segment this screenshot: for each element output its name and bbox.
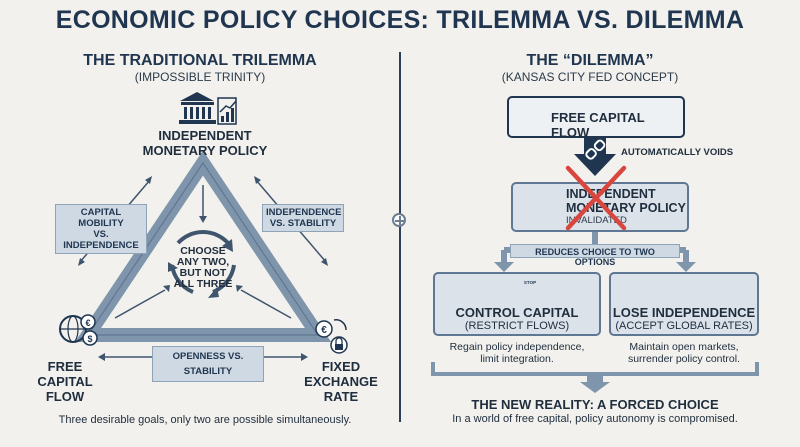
independent-policy-box bbox=[511, 182, 689, 232]
new-reality-desc: In a world of free capital, policy auton… bbox=[452, 413, 738, 425]
svg-text:€: € bbox=[85, 318, 90, 328]
option-lose-independence-desc: Maintain open markets, surrender policy … bbox=[627, 341, 741, 365]
globe-currency-icon: € $ bbox=[59, 314, 98, 346]
locked-exchange-icon: € bbox=[315, 319, 348, 354]
trilemma-footer: Three desirable goals, only two are poss… bbox=[58, 414, 352, 426]
tag-openness-stability: OPENNESS VS. STABILITY bbox=[152, 346, 264, 382]
option-control-capital-desc: Regain policy independence, limit integr… bbox=[449, 341, 585, 365]
trilemma-subheading: (IMPOSSIBLE TRINITY) bbox=[134, 70, 266, 84]
node-free-capital-flow: FREE CAPITAL FLOW bbox=[37, 359, 93, 404]
dilemma-subheading: (KANSAS CITY FED CONCEPT) bbox=[501, 70, 679, 84]
bank-icon bbox=[179, 92, 216, 124]
invalidated-label: INVALIDATED bbox=[566, 215, 627, 226]
option-control-capital-title: CONTROL CAPITAL bbox=[455, 305, 579, 320]
option-lose-independence-title: LOSE INDEPENDENCE bbox=[612, 305, 756, 320]
page-title: ECONOMIC POLICY CHOICES: TRILEMMA VS. DI… bbox=[55, 6, 745, 34]
center-choice-text: CHOOSE ANY TWO, BUT NOT ALL THREE bbox=[173, 245, 233, 290]
node-monetary-policy: INDEPENDENT MONETARY POLICY bbox=[142, 128, 268, 158]
independent-policy-label: INDEPENDENT MONETARY POLICY bbox=[566, 187, 686, 215]
cycle-arrows-icon bbox=[168, 230, 236, 298]
free-capital-flow-box bbox=[507, 96, 685, 138]
stop-sign-text: STOP bbox=[523, 280, 537, 285]
node-fixed-exchange-rate: FIXED EXCHANGE RATE bbox=[304, 359, 378, 404]
center-divider bbox=[399, 52, 401, 422]
svg-text:€: € bbox=[321, 325, 327, 336]
dilemma-heading: THE “DILEMMA” bbox=[526, 52, 654, 69]
option-control-capital-box bbox=[433, 272, 601, 336]
trilemma-heading: THE TRADITIONAL TRILEMMA bbox=[83, 52, 317, 69]
option-control-capital-sub: (RESTRICT FLOWS) bbox=[464, 320, 570, 332]
broken-chain-icon bbox=[585, 139, 606, 160]
tag-independence-stability: INDEPENDENCE VS. STABILITY bbox=[262, 204, 344, 232]
option-lose-independence-sub: (ACCEPT GLOBAL RATES) bbox=[615, 320, 753, 332]
automatically-voids-label: AUTOMATICALLY VOIDS bbox=[621, 147, 734, 158]
svg-text:$: $ bbox=[87, 334, 92, 344]
reduces-choice-label: REDUCES CHOICE TO TWO OPTIONS bbox=[510, 244, 680, 267]
option-lose-independence-box bbox=[609, 272, 759, 336]
divider-knob-icon bbox=[392, 213, 406, 227]
chart-icon bbox=[217, 97, 237, 125]
free-capital-flow-label: FREE CAPITAL FLOW bbox=[551, 110, 645, 140]
tag-capital-mobility: CAPITAL MOBILITY VS. INDEPENDENCE bbox=[55, 204, 147, 254]
new-reality-title: THE NEW REALITY: A FORCED CHOICE bbox=[471, 397, 719, 412]
